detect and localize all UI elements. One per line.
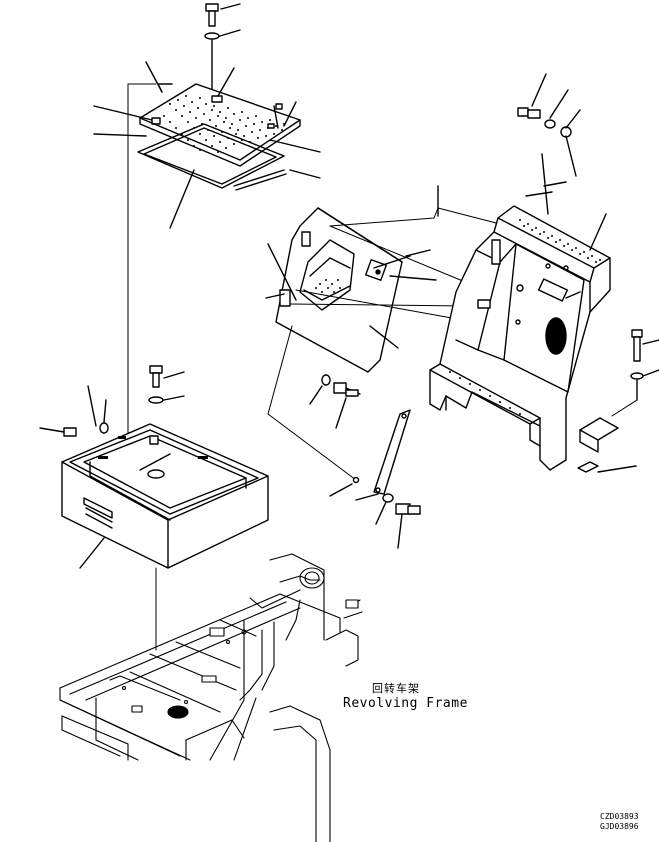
bracket-bolt <box>267 325 361 497</box>
right-bolts <box>517 73 659 417</box>
drawing-code-b: GJD03896 <box>600 822 639 831</box>
bracket-panel <box>265 185 501 373</box>
frame-label-chinese: 回转车架 <box>372 682 420 695</box>
frame-label-english: Revolving Frame <box>343 696 468 711</box>
support-frame <box>429 153 637 473</box>
drawing-code-a: CZD03893 <box>600 812 639 821</box>
cover-plate <box>93 61 321 167</box>
storage-box <box>61 423 269 569</box>
stay-rod <box>355 409 421 549</box>
alignment-lines <box>127 83 157 651</box>
box-bolt <box>39 365 185 437</box>
gasket <box>137 123 321 229</box>
revolving-frame <box>59 553 363 842</box>
top-bolt <box>204 3 241 91</box>
